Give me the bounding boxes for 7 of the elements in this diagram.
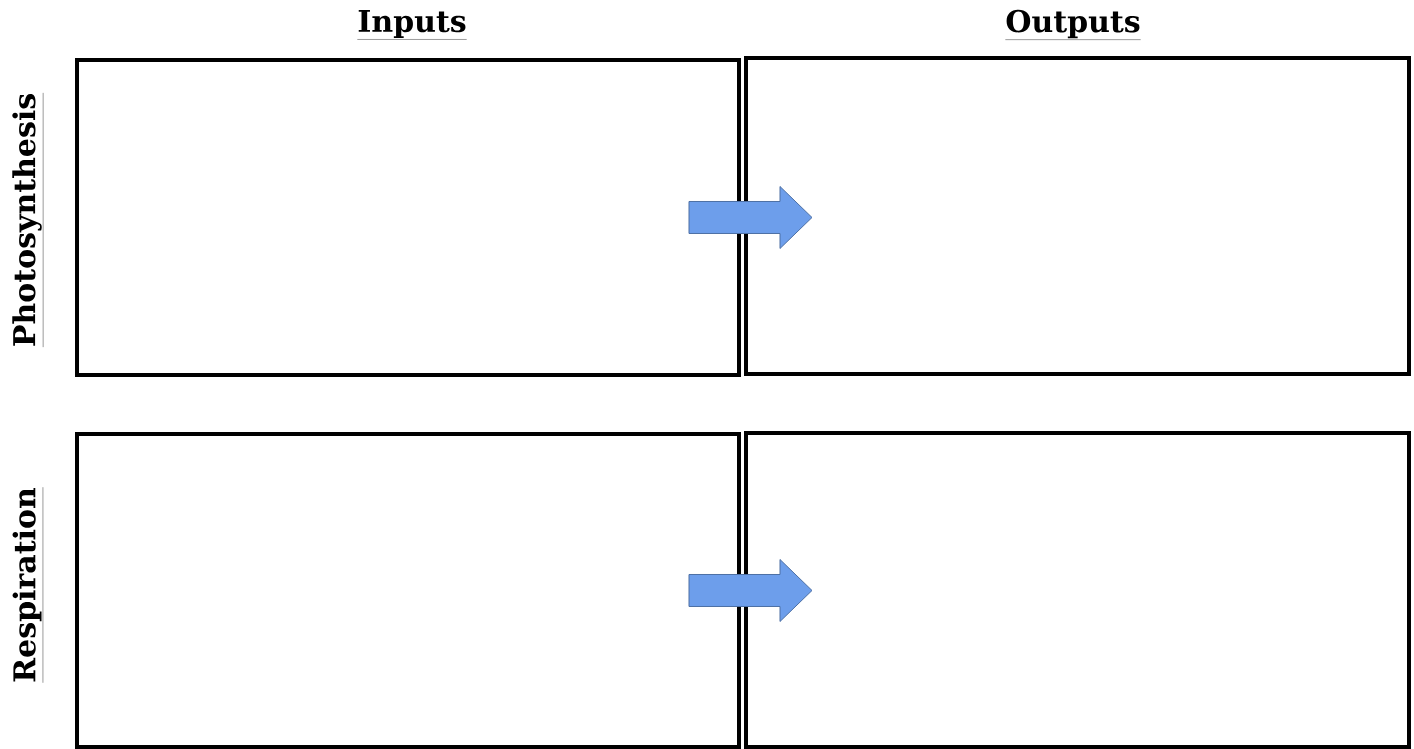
empty-box (75, 58, 741, 377)
row-heading: Photosynthesis (12, 92, 44, 348)
empty-box (75, 432, 741, 749)
empty-box (744, 431, 1411, 749)
empty-box (744, 56, 1411, 376)
block-arrow (688, 186, 813, 249)
block-arrow (688, 559, 813, 622)
